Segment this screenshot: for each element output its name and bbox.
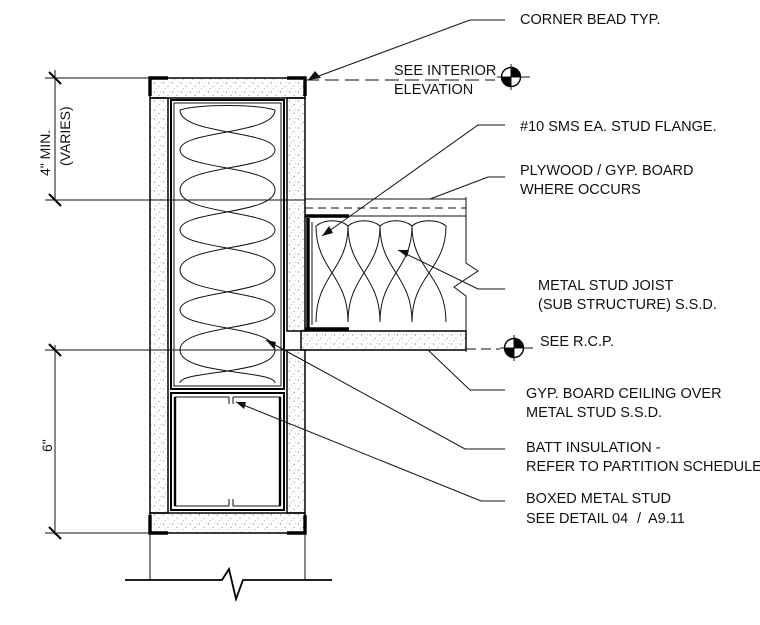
label-partition-schedule: REFER TO PARTITION SCHEDULE (526, 459, 760, 475)
label-detail-sheet: A9.11 (648, 511, 685, 527)
label-see-interior: SEE INTERIOR (394, 63, 496, 79)
plywood-layer (305, 198, 466, 217)
corner-beads (148, 76, 307, 535)
batt-insulation-ceiling (315, 220, 447, 323)
bottom-break-line (125, 533, 332, 603)
break-line-icon (453, 197, 479, 352)
boxed-metal-stud (170, 392, 285, 511)
label-see-rcp: SEE R.C.P. (540, 334, 614, 350)
label-corner-bead: CORNER BEAD TYP. (520, 12, 660, 28)
dimension-lines (45, 70, 305, 540)
label-batt-insulation: BATT INSULATION - (526, 440, 661, 456)
label-metal-stud-ssd: METAL STUD S.S.D. (526, 405, 662, 421)
dim-upper-varies: (VARIES) (57, 106, 73, 166)
label-boxed-metal-stud: BOXED METAL STUD (526, 491, 671, 507)
label-plywood: PLYWOOD / GYP. BOARD (520, 163, 694, 179)
label-elevation: ELEVATION (394, 82, 473, 98)
leader-lines (235, 19, 505, 502)
label-gyp-ceiling: GYP. BOARD CEILING OVER (526, 386, 722, 402)
label-sub-structure: (SUB STRUCTURE) S.S.D. (538, 297, 717, 313)
rcp-target-icon (500, 335, 533, 361)
batt-insulation-wall (179, 105, 276, 384)
label-detail-separator: / (637, 511, 642, 527)
elevation-target-icon (497, 64, 530, 90)
label-metal-stud-joist: METAL STUD JOIST (538, 278, 673, 294)
metal-stud-joist (305, 214, 349, 331)
dim-lower: 6" (39, 439, 55, 452)
dim-upper-min: 4" MIN. (37, 130, 53, 176)
label-sms: #10 SMS EA. STUD FLANGE. (520, 119, 717, 135)
label-detail-number: 04 (612, 511, 628, 527)
label-see-detail: SEE DETAIL (526, 511, 609, 527)
label-where-occurs: WHERE OCCURS (520, 182, 641, 198)
upper-stud-cavity (170, 99, 285, 390)
leader-arrowheads (236, 226, 409, 409)
